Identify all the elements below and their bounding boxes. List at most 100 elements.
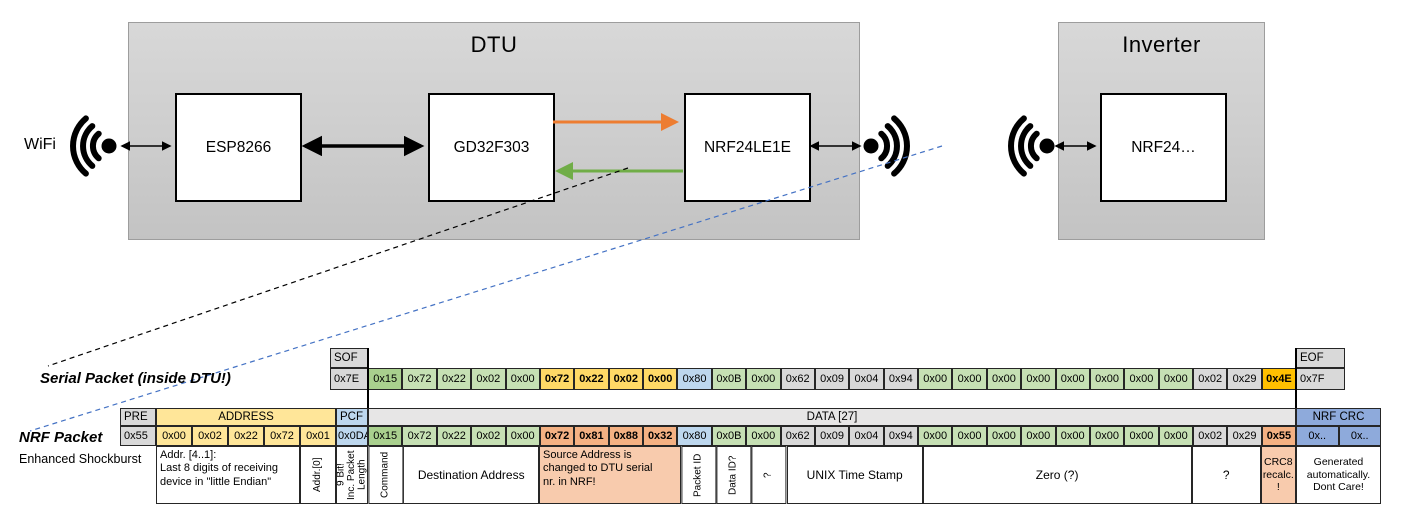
byte-cell: 0x72 [402, 426, 437, 446]
byte-cell: 0x80 [677, 426, 712, 446]
byte-cell: 0x72 [539, 368, 575, 390]
byte-cell: 0x00 [505, 368, 540, 390]
annotation-cell: CRC8 recalc. ! [1260, 446, 1296, 504]
byte-cell: 0x00 [1089, 368, 1125, 390]
annotation-cell: Zero (?) [922, 446, 1192, 504]
chip-gd32f303-label: GD32F303 [453, 138, 530, 156]
wifi-label: WiFi [24, 136, 56, 153]
annotation-cell: Command [368, 446, 404, 504]
byte-cell: 0x00 [986, 426, 1022, 446]
annotation-cell: Data ID? [716, 446, 752, 504]
nrf-pre-value: 0x55 [120, 426, 156, 446]
byte-cell: 0x02 [471, 368, 506, 390]
byte-cell: 0x62 [780, 426, 815, 446]
byte-cell: 0x00 [156, 426, 192, 446]
byte-cell: 0x00 [1124, 368, 1159, 390]
byte-cell: 0x32 [643, 426, 678, 446]
byte-cell: 0x.. [1296, 426, 1339, 446]
byte-cell: 0x22 [228, 426, 264, 446]
byte-cell: 0x00 [1055, 426, 1090, 446]
byte-cell: 0x00 [1089, 426, 1125, 446]
chip-inverter-nrf24-label: NRF24… [1131, 138, 1196, 156]
byte-cell: 0x55 [1261, 426, 1297, 446]
chip-inverter-nrf24: NRF24… [1100, 93, 1227, 202]
serial-header-gap [368, 348, 1296, 368]
byte-cell: 0x15 [368, 368, 403, 390]
annotation-cell: Addr.[0] [300, 446, 336, 504]
serial-sof-header: SOF [330, 348, 368, 368]
annotation-cell: ? [751, 446, 787, 504]
nrf-address-header: ADDRESS [156, 408, 336, 426]
byte-cell: 0x88 [608, 426, 643, 446]
enhanced-shockburst-label: Enhanced Shockburst [19, 452, 142, 466]
nrf-crc-row: 0x..0x.. [1296, 426, 1381, 446]
nrf-packet-table: PRE ADDRESS PCF DATA [27] NRF CRC 0x55 0… [120, 408, 1381, 504]
byte-cell: 0x29 [1227, 426, 1262, 446]
nrf-data-header: DATA [27] [368, 408, 1296, 426]
byte-cell: 0x0B [711, 368, 747, 390]
nrf-crc-header: NRF CRC [1296, 408, 1381, 426]
byte-cell: 0x00 [952, 426, 987, 446]
byte-cell: 0x00 [1158, 368, 1193, 390]
nrf-pcf-value: 0x0DA [336, 426, 368, 446]
data-end-connector [1295, 348, 1297, 426]
byte-cell: 0x09 [814, 426, 850, 446]
annotation-cell: Packet ID [680, 446, 717, 504]
nrf-pcf-header: PCF [336, 408, 368, 426]
nrf-pre-header: PRE [120, 408, 156, 426]
chip-esp8266: ESP8266 [175, 93, 302, 202]
byte-cell: 0x00 [918, 426, 953, 446]
annotation-cell: 9 Bit! Inc. Packet Length [336, 446, 368, 504]
wifi-icon-left [70, 115, 117, 177]
byte-cell: 0x00 [1124, 426, 1159, 446]
annotation-gap [120, 446, 156, 504]
chip-nrf24le1e-label: NRF24LE1E [703, 138, 791, 156]
byte-cell: 0x72 [264, 426, 300, 446]
byte-cell: 0x62 [780, 368, 815, 390]
dtu-title: DTU [470, 32, 518, 57]
annotation-crc-cell: Generated automatically. Dont Care! [1295, 446, 1381, 504]
annotation-cell: Destination Address [403, 446, 540, 504]
byte-cell: 0x04 [849, 426, 884, 446]
serial-eof-value: 0x7F [1296, 368, 1345, 390]
byte-cell: 0x09 [814, 368, 850, 390]
byte-cell: 0x.. [1338, 426, 1381, 446]
byte-cell: 0x02 [1193, 368, 1228, 390]
byte-cell: 0x80 [677, 368, 712, 390]
byte-cell: 0x00 [986, 368, 1022, 390]
serial-packet-label: Serial Packet (inside DTU!) [40, 370, 231, 387]
annotation-cell: UNIX Time Stamp [786, 446, 923, 504]
wifi-icon-dtu-right [863, 115, 910, 177]
nrf-packet-label: NRF Packet [19, 429, 103, 446]
data-start-connector [367, 348, 369, 426]
byte-cell: 0x00 [1158, 426, 1193, 446]
inverter-title: Inverter [1122, 32, 1201, 57]
chip-nrf24le1e: NRF24LE1E [684, 93, 811, 202]
byte-cell: 0x04 [849, 368, 884, 390]
byte-cell: 0x4E [1261, 368, 1297, 390]
byte-cell: 0x81 [574, 426, 609, 446]
byte-cell: 0x00 [746, 426, 781, 446]
byte-cell: 0x00 [505, 426, 540, 446]
byte-cell: 0x0B [711, 426, 747, 446]
byte-cell: 0x94 [883, 426, 918, 446]
byte-cell: 0x00 [1021, 426, 1056, 446]
annotation-cell: Source Address is changed to DTU serial … [539, 446, 681, 504]
annotation-pre-row: Addr. [4..1]: Last 8 digits of receiving… [156, 446, 368, 504]
byte-cell: 0x02 [192, 426, 228, 446]
byte-cell: 0x29 [1227, 368, 1262, 390]
byte-cell: 0x02 [471, 426, 506, 446]
byte-cell: 0x00 [1055, 368, 1090, 390]
byte-cell: 0x72 [402, 368, 437, 390]
byte-cell: 0x00 [918, 368, 953, 390]
byte-cell: 0x15 [368, 426, 403, 446]
byte-cell: 0x00 [643, 368, 678, 390]
wifi-icon-inverter [1008, 115, 1055, 177]
byte-cell: 0x01 [300, 426, 336, 446]
byte-cell: 0x94 [883, 368, 918, 390]
